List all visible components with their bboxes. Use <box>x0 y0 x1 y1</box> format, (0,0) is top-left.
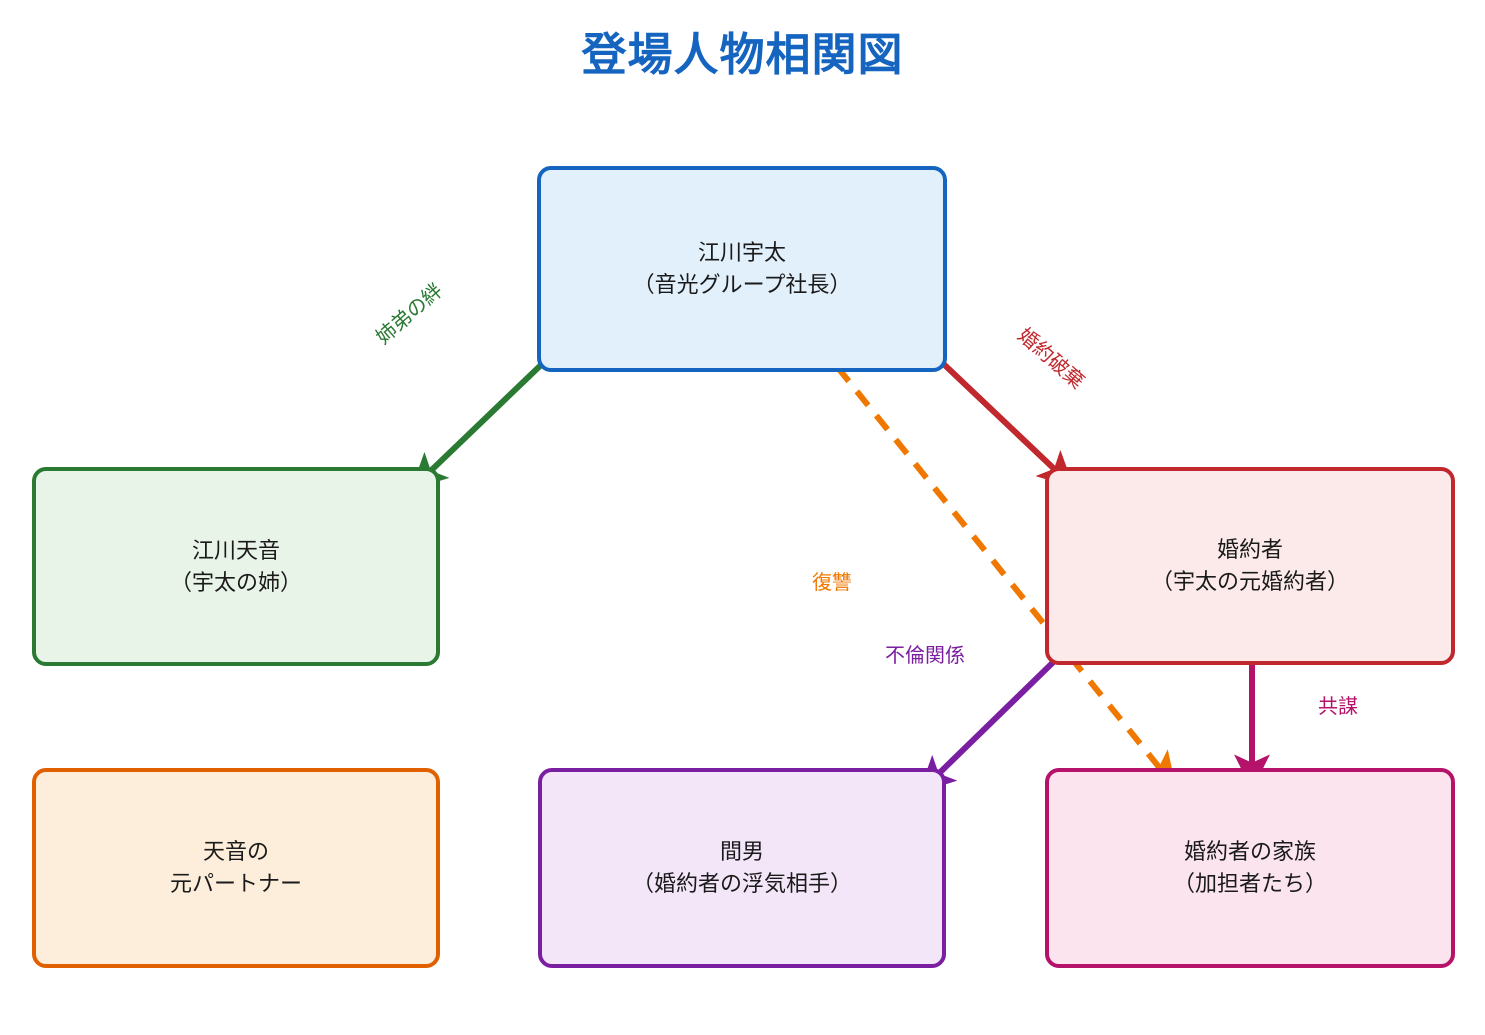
node-role: （婚約者の浮気相手） <box>631 871 852 896</box>
node-fiancee[interactable]: 婚約者 （宇太の元婚約者） <box>1045 467 1455 665</box>
edge-affair <box>918 636 1080 793</box>
edge-label-revenge: 復讐 <box>812 572 852 594</box>
node-name: 江川天音 <box>191 537 280 563</box>
node-name: 江川宇太 <box>697 240 786 266</box>
node-eagawa-amane[interactable]: 江川天音 （宇太の姉） <box>32 467 440 666</box>
node-name: 婚約者 <box>1216 537 1283 563</box>
node-role: （宇太の元婚約者） <box>1150 569 1349 594</box>
node-role: （音光グループ社長） <box>632 272 852 297</box>
node-fiancee-family[interactable]: 婚約者の家族 （加担者たち） <box>1045 768 1455 968</box>
edge-label-conspiracy: 共謀 <box>1318 696 1358 718</box>
edge-label-affair: 不倫関係 <box>885 645 965 667</box>
node-maotoko[interactable]: 間男 （婚約者の浮気相手） <box>538 768 946 968</box>
page-title: 登場人物相関図 <box>581 29 904 80</box>
node-name: 天音の <box>202 839 269 865</box>
node-role: （加担者たち） <box>1172 871 1327 896</box>
node-role: 元パートナー <box>169 871 302 896</box>
node-name: 婚約者の家族 <box>1183 839 1316 865</box>
node-role: （宇太の姉） <box>169 569 302 595</box>
node-name: 間男 <box>719 839 764 865</box>
edge-revenge <box>815 341 1177 789</box>
node-eagawa-uta[interactable]: 江川宇太 （音光グループ社長） <box>537 166 947 372</box>
node-amane-ex-partner[interactable]: 天音の 元パートナー <box>32 768 440 968</box>
